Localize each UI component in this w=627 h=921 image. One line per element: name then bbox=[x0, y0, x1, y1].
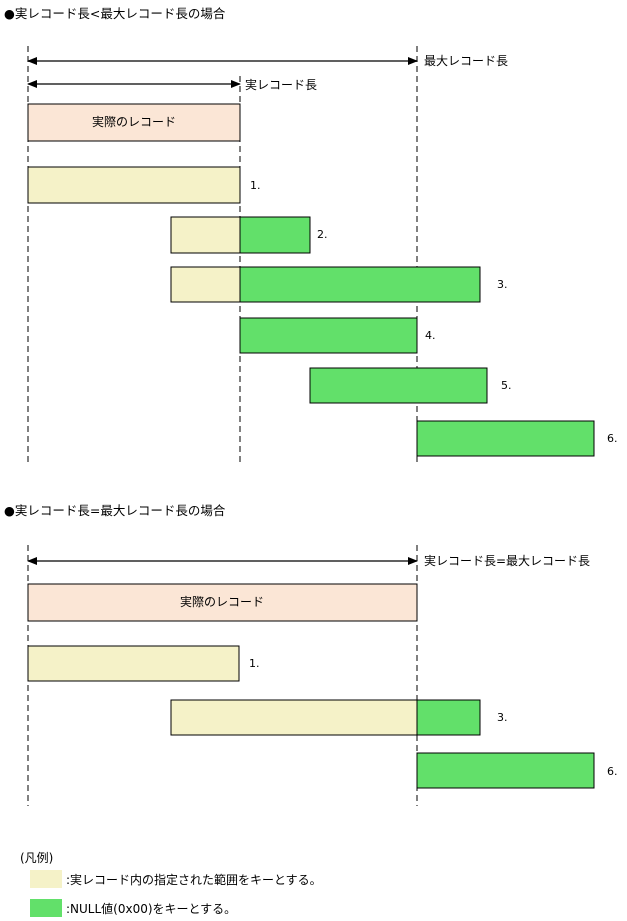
actual-record-box-2 bbox=[27, 583, 418, 622]
legend-null-swatch bbox=[30, 899, 62, 917]
case1-label: 1. bbox=[250, 179, 261, 192]
s2-case6-label: 6. bbox=[607, 765, 618, 778]
case6-null-fill bbox=[416, 420, 595, 457]
max-length-label: 最大レコード長 bbox=[424, 54, 508, 68]
actual-record-box-2-label: 実際のレコード bbox=[180, 594, 264, 609]
legend-key-range-swatch bbox=[30, 870, 62, 888]
case2-null-fill bbox=[239, 216, 311, 254]
legend-null-text: :NULL値(0x00)をキーとする。 bbox=[66, 901, 236, 916]
case3-key-range bbox=[170, 266, 241, 303]
s2-case1-key-range bbox=[27, 645, 240, 682]
case4-label: 4. bbox=[425, 329, 436, 342]
case1-key-range bbox=[27, 166, 241, 204]
section2-heading: ●実レコード長=最大レコード長の場合 bbox=[4, 503, 226, 518]
section1-heading: ●実レコード長<最大レコード長の場合 bbox=[4, 6, 226, 21]
s2-case3-label: 3. bbox=[497, 711, 508, 724]
case4-null-fill bbox=[239, 317, 418, 354]
actual-record-box-label: 実際のレコード bbox=[92, 114, 176, 129]
legend-key-range-text: :実レコード内の指定された範囲をキーとする。 bbox=[66, 872, 322, 887]
actual-length-label: 実レコード長 bbox=[245, 77, 317, 92]
case3-label: 3. bbox=[497, 278, 508, 291]
case5-null-fill bbox=[309, 367, 488, 404]
s2-case3-null-fill bbox=[416, 699, 481, 736]
case2-key-range bbox=[170, 216, 241, 254]
case5-label: 5. bbox=[501, 379, 512, 392]
s2-case3-key-range bbox=[170, 699, 418, 736]
s2-case1-label: 1. bbox=[249, 657, 260, 670]
s2-case6-null-fill bbox=[416, 752, 595, 789]
actual-record-box bbox=[27, 103, 241, 142]
case3-null-fill bbox=[239, 266, 481, 303]
legend-title: (凡例) bbox=[20, 851, 53, 865]
case6-label: 6. bbox=[607, 432, 618, 445]
case2-label: 2. bbox=[317, 228, 328, 241]
equal-length-label: 実レコード長=最大レコード長 bbox=[424, 553, 590, 568]
